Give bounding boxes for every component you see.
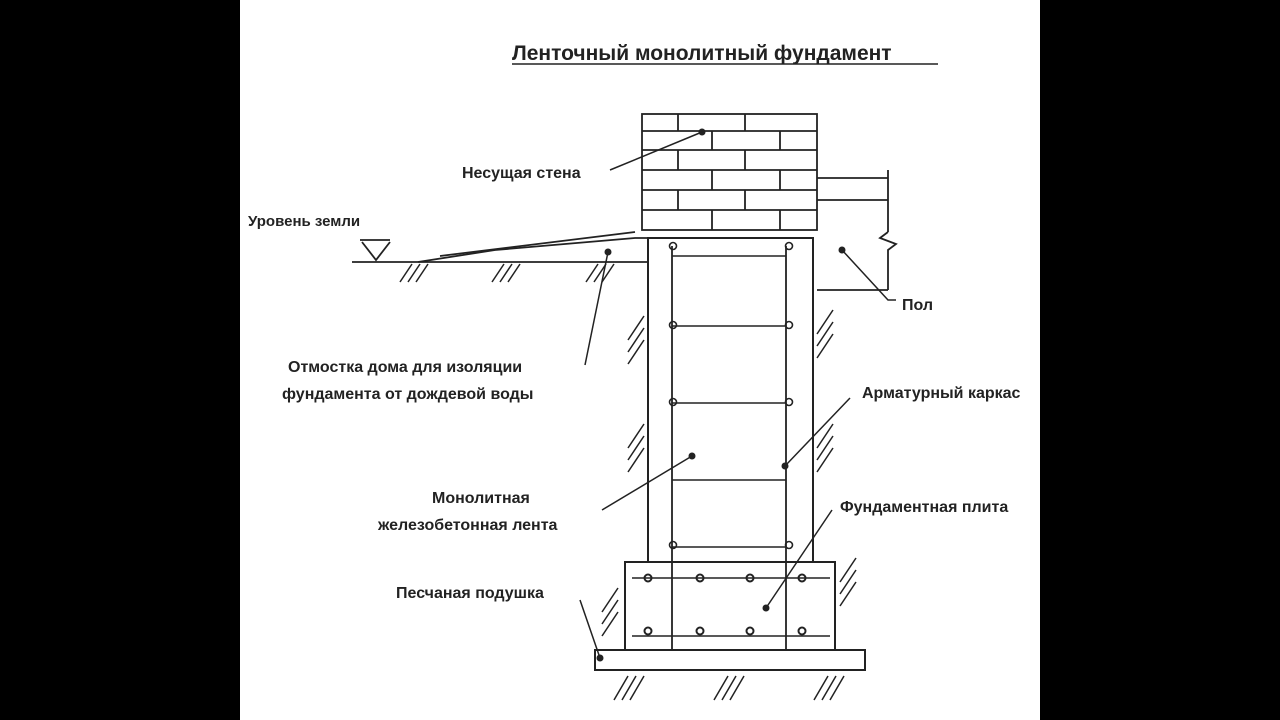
leader-lines xyxy=(579,131,896,659)
brick-wall xyxy=(641,113,818,231)
concrete-strip xyxy=(647,237,814,650)
rebar-cage xyxy=(668,241,794,550)
foundation-diagram: Ленточный монолитный фундамент xyxy=(248,42,1021,701)
label-sand-cushion: Песчаная подушка xyxy=(396,585,544,602)
footing-slab xyxy=(624,561,836,651)
sand-cushion xyxy=(594,649,866,671)
label-blind-area-line-1: Отмостка дома для изоляции xyxy=(288,359,522,376)
label-blind-area-line-2: фундамента от дождевой воды xyxy=(282,386,533,403)
diagram-title: Ленточный монолитный фундамент xyxy=(512,42,892,65)
label-ground-level: Уровень земли xyxy=(248,213,360,230)
label-footing-slab: Фундаментная плита xyxy=(840,499,1008,516)
leader-dots xyxy=(596,128,846,662)
left-letterbox xyxy=(0,0,240,720)
diagram-sheet: Ленточный монолитный фундамент xyxy=(240,0,1040,720)
floor-construction xyxy=(817,170,898,291)
soil-hatching xyxy=(399,263,857,701)
label-floor: Пол xyxy=(902,297,933,314)
ground-level xyxy=(352,231,648,263)
label-strip-line-1: Монолитная xyxy=(432,490,530,507)
label-strip-line-2: железобетонная лента xyxy=(377,517,558,534)
label-rebar-cage: Арматурный каркас xyxy=(862,385,1021,402)
label-wall: Несущая стена xyxy=(462,165,581,182)
right-letterbox xyxy=(1040,0,1280,720)
